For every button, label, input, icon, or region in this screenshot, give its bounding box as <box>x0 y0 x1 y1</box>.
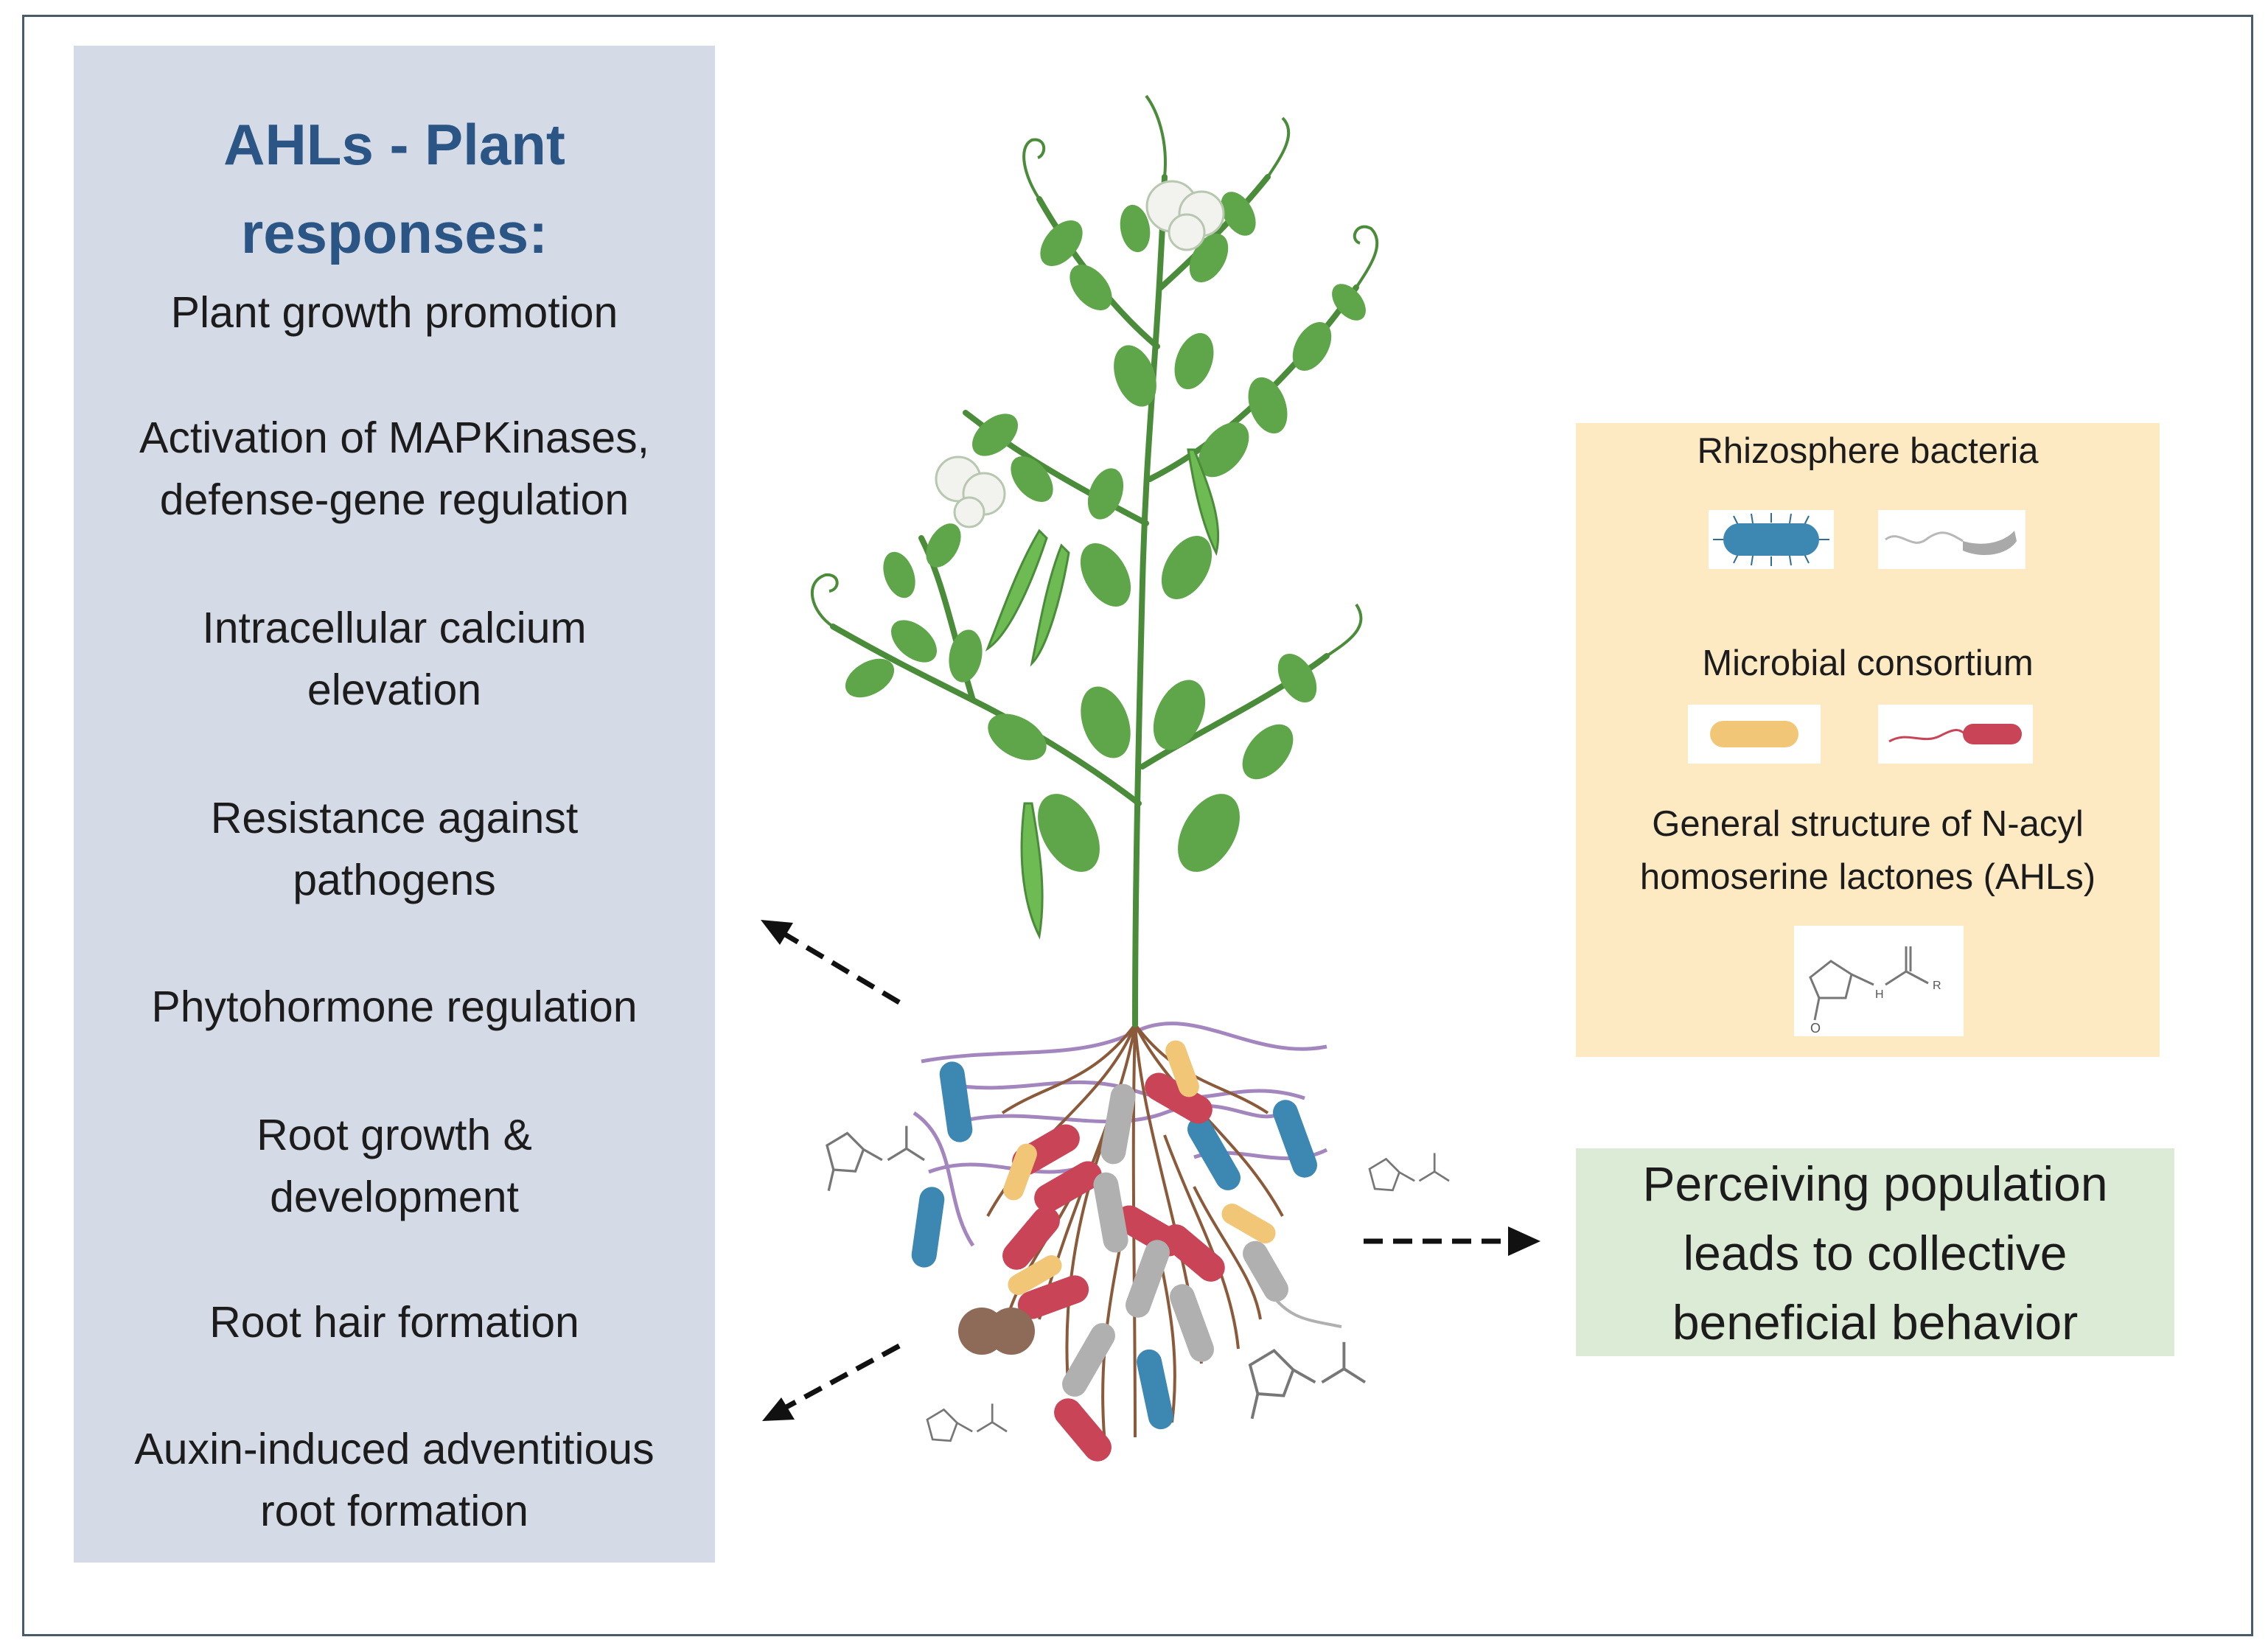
response-growth-promotion: Plant growth promotion <box>88 282 700 343</box>
tendrils <box>811 94 1379 657</box>
yellow-bacterium-thumb <box>1688 705 1821 764</box>
red-bacterium-icon <box>1888 724 2022 744</box>
ahl-structure-label-line2: homoserine lactones (AHLs) <box>1639 857 2096 897</box>
yellow-bacterium-icon <box>1710 721 1798 747</box>
response-root-growth: Root growth & development <box>88 1104 700 1228</box>
panel-title-line1: AHLs - Plant <box>223 112 565 177</box>
rod-bacterium-thumb <box>1709 510 1834 569</box>
behavior-line1: Perceiving population <box>1642 1156 2108 1211</box>
response-line: Root hair formation <box>209 1298 579 1347</box>
behavior-line3: beneficial behavior <box>1672 1295 2079 1350</box>
response-line: Intracellular calcium <box>202 604 587 652</box>
pea-pods <box>985 448 1220 940</box>
ahl-molecule-bottom-left <box>926 1403 1008 1442</box>
ahl-structure-diagram: O H R <box>1809 946 1941 1036</box>
ahl-molecule-left <box>826 1125 925 1191</box>
collective-behavior-box: Perceiving population leads to collectiv… <box>1576 1148 2174 1356</box>
rhizosphere-bacteria-label: Rhizosphere bacteria <box>1697 431 2039 471</box>
response-mapkinase: Activation of MAPKinases, defense-gene r… <box>88 407 700 531</box>
arrowhead-lower <box>762 1397 795 1421</box>
rod-bacterium-icon <box>1713 513 1829 566</box>
response-adventitious-root: Auxin-induced adventitious root formatio… <box>88 1418 700 1542</box>
arrow-to-responses-lower <box>775 1343 901 1415</box>
ahl-molecule-right <box>1368 1153 1450 1192</box>
response-line: Auxin-induced adventitious <box>134 1425 655 1473</box>
residue-r: R <box>1933 980 1941 992</box>
response-line: pathogens <box>293 856 496 904</box>
panel-title-line2: responses: <box>240 200 548 265</box>
response-pathogen-resistance: Resistance against pathogens <box>88 787 700 911</box>
root-bacteria <box>911 1040 1342 1462</box>
arrowhead-upper <box>761 920 793 945</box>
figure-frame <box>22 15 2253 1636</box>
microbial-consortium-label: Microbial consortium <box>1702 643 2034 683</box>
bacteria-legend-panel: Rhizosphere bacteria Microbial consortiu… <box>1576 423 2160 1057</box>
ahl-molecule-bottom-right <box>1248 1341 1367 1420</box>
nitrogen-h-atom: H <box>1875 988 1884 1001</box>
red-bacterium-thumb <box>1878 705 2033 764</box>
response-line: Root growth & <box>257 1111 532 1159</box>
response-line: Plant growth promotion <box>170 288 618 337</box>
response-line: development <box>270 1173 519 1221</box>
response-line: elevation <box>307 666 482 714</box>
oxygen-atom: O <box>1810 1021 1821 1036</box>
response-calcium: Intracellular calcium elevation <box>88 597 700 721</box>
plant-responses-panel: AHLs - Plant responses: Plant growth pro… <box>74 46 715 1563</box>
ahl-structure-label-line1: General structure of N-acyl <box>1652 804 2084 844</box>
response-line: Resistance against <box>210 794 579 842</box>
flagellated-bacterium-icon <box>1885 531 2017 556</box>
arrowhead-behavior <box>1508 1226 1541 1256</box>
plant-root-illustration <box>761 94 1541 1462</box>
arrow-to-responses-upper <box>774 926 901 1005</box>
response-line: Phytohormone regulation <box>151 982 638 1031</box>
behavior-line2: leads to collective <box>1683 1226 2068 1280</box>
response-line: root formation <box>260 1487 528 1535</box>
response-root-hair: Root hair formation <box>88 1291 700 1353</box>
pea-flowers <box>935 180 1225 528</box>
response-phytohormone: Phytohormone regulation <box>88 976 700 1038</box>
response-line: Activation of MAPKinases, <box>139 413 649 462</box>
ahl-structure-thumb: O H R <box>1794 926 1964 1036</box>
flagellated-bacterium-thumb <box>1878 510 2026 569</box>
response-line: defense-gene regulation <box>159 475 629 524</box>
